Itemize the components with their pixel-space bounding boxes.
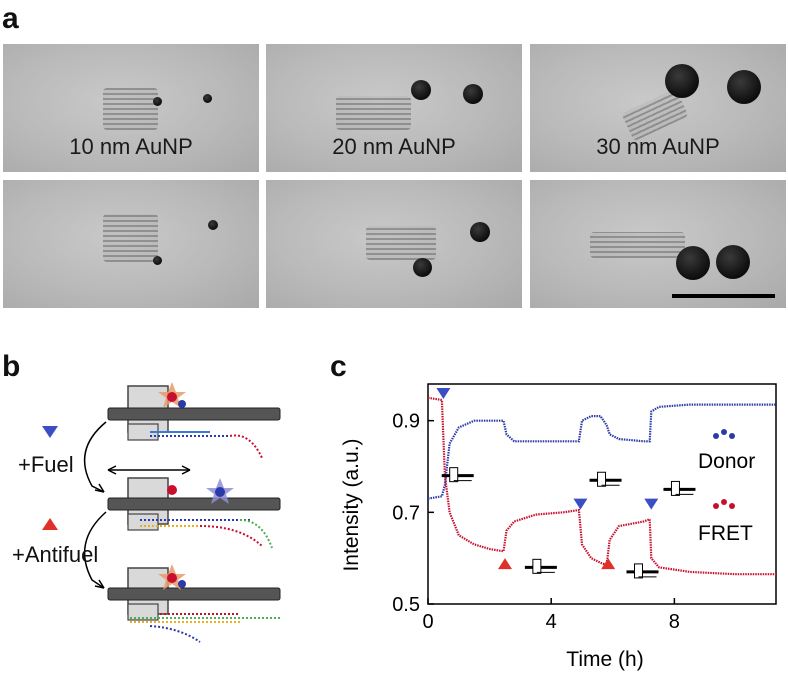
antifuel-arrow — [83, 511, 107, 589]
panel-b-letter: b — [2, 350, 21, 383]
fuel-marker-icon — [42, 426, 58, 438]
origami-structure — [103, 214, 158, 262]
x-tick-label: 0 — [422, 611, 433, 633]
origami-state-1 — [107, 382, 281, 459]
origami-structure — [366, 226, 436, 260]
gold-nanoparticle — [203, 94, 212, 103]
series-line-fret — [427, 396, 776, 576]
origami-glyph-block — [670, 480, 680, 496]
fuel-event-marker — [573, 498, 588, 510]
legend-fret: FRET — [698, 499, 753, 545]
antifuel-marker-icon — [42, 518, 58, 530]
legend-donor-label: Donor — [698, 450, 755, 473]
gold-nanoparticle — [665, 64, 699, 98]
origami-glyph-block — [449, 467, 459, 483]
legend-donor: Donor — [698, 429, 755, 473]
tem-label-20nm: 20 nm AuNP — [332, 134, 456, 159]
origami-glyph-block — [633, 563, 643, 579]
tem-label-10nm: 10 nm AuNP — [69, 134, 193, 159]
y-axis-label: Intensity (a.u.) — [340, 438, 363, 571]
legend-fret-label: FRET — [698, 522, 753, 545]
plot-area: 0 4 8 0.5 0.7 0.9 — [392, 383, 777, 633]
plot-frame — [427, 383, 777, 605]
gold-nanoparticle — [676, 246, 710, 280]
tem-image-20nm-bottom — [266, 180, 522, 308]
gold-nanoparticle — [153, 97, 162, 106]
antifuel-label: +Antifuel — [12, 542, 99, 567]
series-line-donor — [427, 403, 776, 500]
tem-image-10nm-bottom — [3, 180, 259, 308]
tem-image-10nm-top: 10 nm AuNP — [3, 44, 259, 172]
origami-glyph-block — [597, 471, 607, 487]
fuel-event-marker — [644, 498, 659, 510]
x-axis-label: Time (h) — [566, 648, 643, 671]
gold-nanoparticle — [153, 256, 162, 265]
origami-state-3 — [107, 564, 281, 643]
fuel-event-marker — [436, 388, 451, 399]
panel-c-letter: c — [330, 350, 347, 383]
origami-structure — [103, 88, 158, 130]
gold-nanoparticle — [413, 258, 432, 277]
origami-structure — [336, 96, 411, 130]
origami-glyph-block — [532, 558, 542, 574]
scale-bar — [672, 294, 775, 298]
x-tick-label: 4 — [546, 611, 557, 633]
origami-structure — [590, 232, 685, 258]
gold-nanoparticle — [727, 70, 761, 104]
gold-nanoparticle — [411, 80, 431, 100]
fuel-arrow — [83, 421, 107, 493]
gold-nanoparticle — [470, 222, 490, 242]
y-tick-label: 0.9 — [392, 411, 420, 433]
panel-b-schematic — [42, 382, 281, 643]
x-tick-label: 8 — [669, 611, 680, 633]
gold-nanoparticle — [463, 84, 483, 104]
panel-a-letter: a — [2, 2, 19, 35]
antifuel-event-marker — [497, 558, 512, 570]
tem-label-30nm: 30 nm AuNP — [596, 134, 720, 159]
intensity-chart: 0 4 8 0.5 0.7 0.9 Intensity (a.u.) Time (h) D… — [340, 383, 777, 671]
antifuel-event-marker — [601, 558, 616, 570]
fuel-label: +Fuel — [18, 452, 74, 477]
tem-image-30nm-top: 30 nm AuNP — [530, 44, 786, 172]
origami-state-2 — [107, 465, 281, 549]
tem-image-30nm-bottom — [530, 180, 786, 308]
gold-nanoparticle — [208, 220, 218, 230]
y-tick-label: 0.5 — [392, 594, 420, 616]
tem-image-20nm-top: 20 nm AuNP — [266, 44, 522, 172]
gold-nanoparticle — [716, 245, 750, 279]
y-tick-label: 0.7 — [392, 502, 420, 524]
